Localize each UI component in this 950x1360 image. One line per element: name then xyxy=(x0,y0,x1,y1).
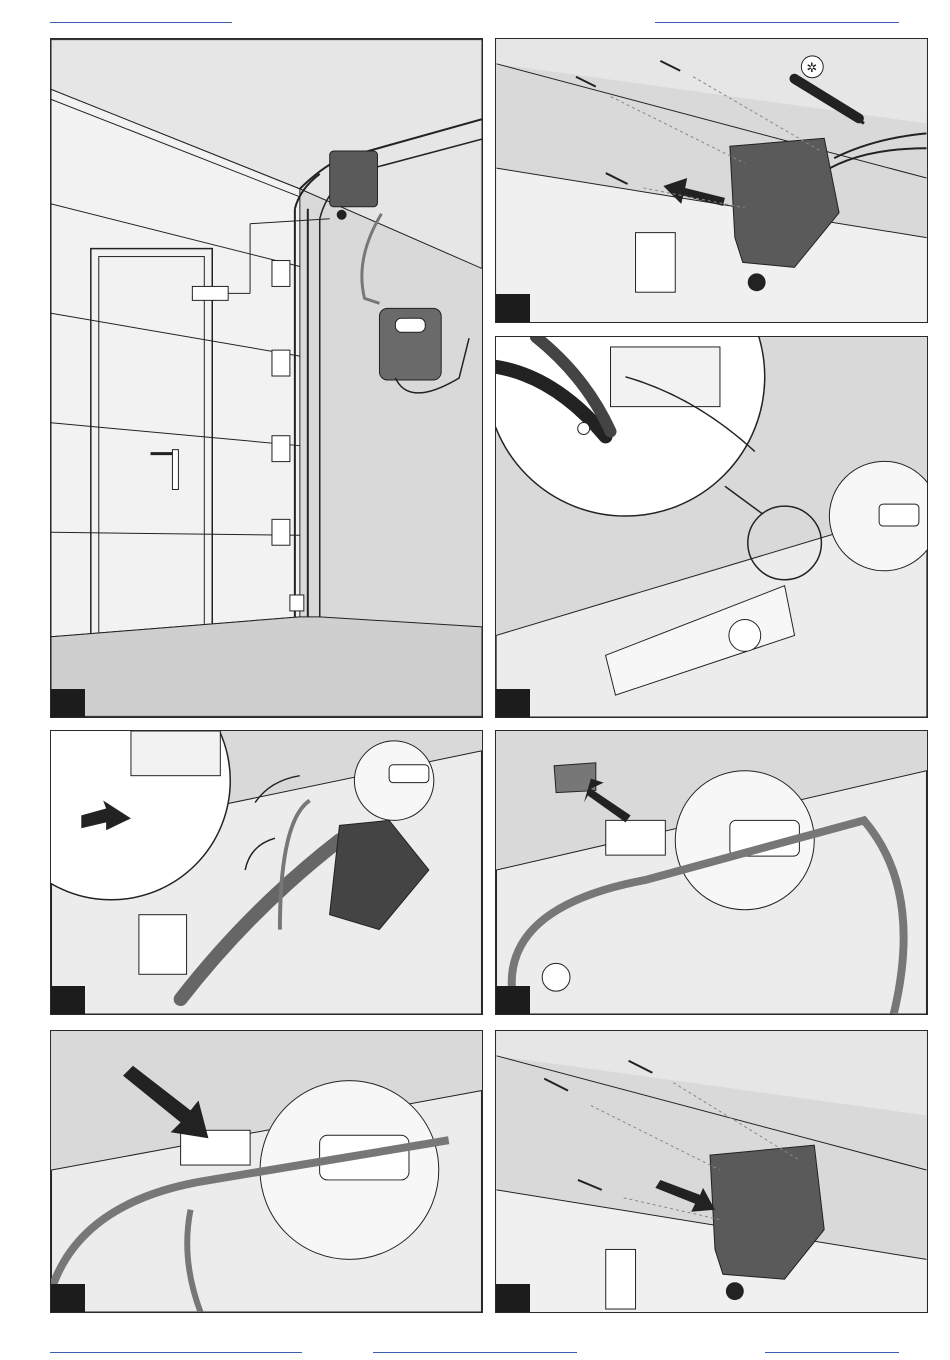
arrow-in-icon xyxy=(123,1066,208,1138)
svg-text:✲: ✲ xyxy=(806,60,817,75)
panel-route-cable xyxy=(50,730,483,1015)
panel-door-overview xyxy=(50,38,483,718)
step-badge-6 xyxy=(51,1284,85,1312)
header-rule-left xyxy=(50,22,232,23)
step-badge-1 xyxy=(51,689,85,717)
footer-rule-right xyxy=(765,1352,899,1353)
arrow-in-icon xyxy=(544,1061,715,1212)
cut-cable-tie-illustration xyxy=(496,337,927,717)
arrow-out-icon xyxy=(584,779,631,823)
panel-refit-cover xyxy=(495,1030,928,1313)
remove-cover-illustration: ✲ xyxy=(496,39,927,322)
footer-rule-middle xyxy=(373,1352,577,1353)
step-badge-7 xyxy=(496,1284,530,1312)
refit-cover-illustration xyxy=(496,1031,927,1312)
panel-remove-clip xyxy=(495,730,928,1015)
insert-cable-illustration xyxy=(51,1031,482,1312)
header-rule-right xyxy=(655,22,899,23)
step-badge-5 xyxy=(496,986,530,1014)
remove-clip-illustration xyxy=(496,731,927,1014)
panel-remove-cover: ✲ xyxy=(495,38,928,323)
door-overview-illustration xyxy=(51,39,482,717)
footer-rule-left xyxy=(50,1352,302,1353)
route-cable-illustration xyxy=(51,731,482,1014)
step-badge-2 xyxy=(496,294,530,322)
panel-cut-cable-tie xyxy=(495,336,928,718)
step-badge-3 xyxy=(496,689,530,717)
panel-insert-cable xyxy=(50,1030,483,1313)
step-badge-4 xyxy=(51,986,85,1014)
